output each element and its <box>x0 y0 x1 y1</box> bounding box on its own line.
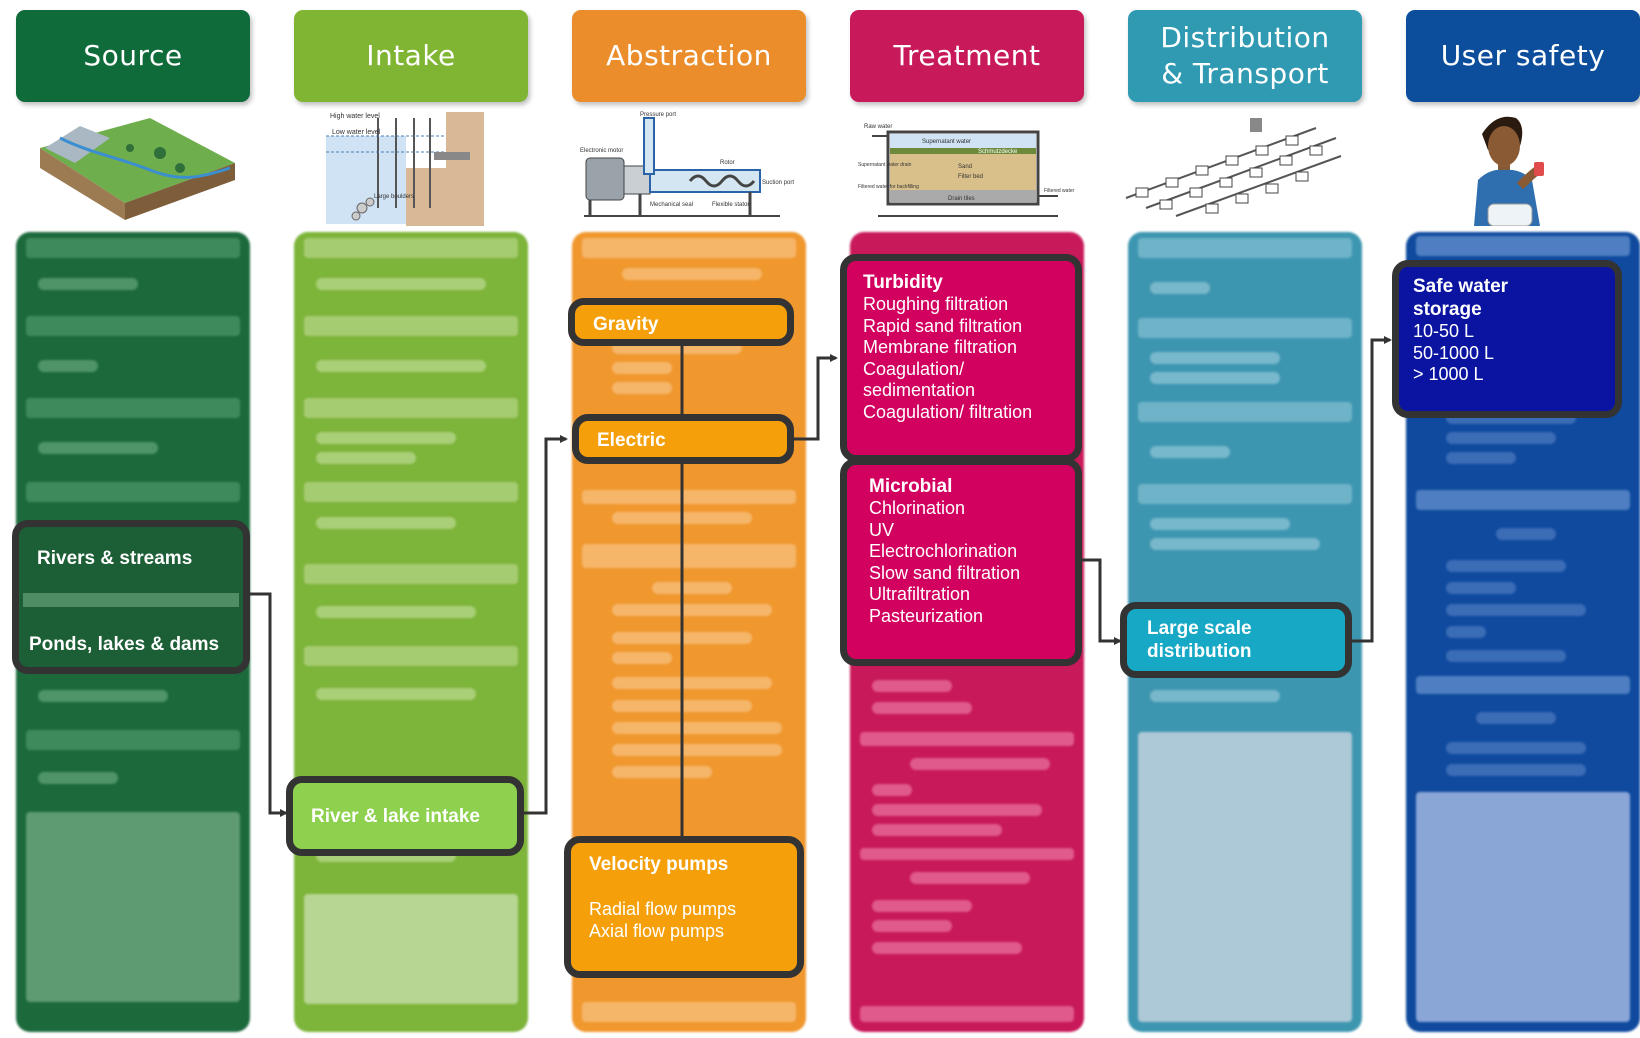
storage-item-1: 10-50 L <box>1413 321 1475 341</box>
filter-schmutz-label: Schmutzdecke <box>978 149 1018 155</box>
turbidity-item-4: Coagulation/ <box>863 358 965 379</box>
safe-water-storage-box: Safe water storage 10-50 L 50-1000 L > 1… <box>1392 260 1622 418</box>
turbidity-item-2: Rapid sand filtration <box>863 315 1023 336</box>
pump-seal-label: Mechanical seal <box>650 202 693 208</box>
header-intake: Intake <box>294 10 528 102</box>
intake-low-label: Low water level <box>332 129 381 136</box>
safe-storage-title-1: Safe water <box>1413 276 1509 297</box>
header-distribution-line1: Distribution <box>1160 21 1330 54</box>
arrow-source-to-intake <box>248 592 288 817</box>
filter-raw-label: Raw water <box>864 124 892 130</box>
filter-illustration: Raw water Supernatant water Schmutzdecke… <box>858 124 1075 217</box>
pump-stator-label: Flexible stator <box>712 202 749 208</box>
safe-storage-title-2: storage <box>1413 299 1482 320</box>
rivers-streams-label: Rivers & streams <box>37 548 193 569</box>
intake-illustration: High water level Low water level Large b… <box>326 112 484 226</box>
gravity-box: Gravity <box>568 298 794 346</box>
turbidity-item-5: sedimentation <box>863 380 976 400</box>
pump-rotor-label: Rotor <box>720 160 735 166</box>
filter-super-label: Supernatant water <box>922 139 971 145</box>
electric-label: Electric <box>597 430 666 451</box>
filter-out-label: Filtered water <box>1044 188 1075 194</box>
turbidity-item-6: Coagulation/ filtration <box>863 401 1033 422</box>
turbidity-item-3: Membrane filtration <box>863 337 1018 357</box>
microbial-item-4: Slow sand filtration <box>869 562 1021 583</box>
large-scale-distribution-box: Large scale distribution <box>1120 602 1352 678</box>
person-drinking-illustration <box>1474 116 1544 226</box>
turbidity-title: Turbidity <box>863 272 943 293</box>
velocity-pumps-box: Velocity pumps Radial flow pumps Axial f… <box>564 836 804 978</box>
radial-flow-pumps-item: Radial flow pumps <box>589 899 737 919</box>
header-treatment: Treatment <box>850 10 1084 102</box>
filter-bed-label: Filter bed <box>958 174 983 180</box>
microbial-box: Microbial Chlorination UV Electrochlorin… <box>840 458 1082 666</box>
pump-suction-label: Suction port <box>762 180 794 186</box>
arrow-intake-to-electric <box>522 435 568 815</box>
turbidity-item-1: Roughing filtration <box>863 294 1009 314</box>
filter-drain-label: Supernatant water drain <box>858 162 912 168</box>
pump-illustration: Pressure port Electronic motor Rotor Suc… <box>580 112 794 217</box>
distribution-line1: Large scale <box>1147 618 1252 639</box>
pump-pressure-label: Pressure port <box>640 112 676 118</box>
filter-back-label: Filtered water for backfilling <box>858 184 919 190</box>
header-abstraction: Abstraction <box>572 10 806 102</box>
intake-column <box>294 232 528 1032</box>
header-user-safety: User safety <box>1406 10 1640 102</box>
distribution-network-illustration <box>1125 118 1342 217</box>
storage-item-3: > 1000 L <box>1413 364 1484 384</box>
storage-item-2: 50-1000 L <box>1413 342 1495 363</box>
distribution-line2: distribution <box>1147 641 1252 662</box>
filter-sand-label: Sand <box>958 164 972 170</box>
gravity-label: Gravity <box>593 314 659 335</box>
pump-motor-label: Electronic motor <box>580 148 623 154</box>
microbial-item-2: UV <box>869 519 895 540</box>
axial-flow-pumps-item: Axial flow pumps <box>589 920 725 941</box>
microbial-item-6: Pasteurization <box>869 605 984 626</box>
river-lake-intake-label: River & lake intake <box>311 806 480 827</box>
velocity-pumps-title: Velocity pumps <box>589 854 729 875</box>
turbidity-box: Turbidity Roughing filtration Rapid sand… <box>840 254 1082 462</box>
intake-high-label: High water level <box>330 113 380 120</box>
electric-box: Electric <box>572 414 794 464</box>
microbial-item-1: Chlorination <box>869 498 966 518</box>
river-lake-intake-box: River & lake intake <box>286 776 524 856</box>
filter-tiles-label: Drain tiles <box>948 196 975 202</box>
source-highlight-box: Rivers & streams Ponds, lakes & dams <box>12 520 250 674</box>
microbial-item-3: Electrochlorination <box>869 541 1018 561</box>
header-source: Source <box>16 10 250 102</box>
ponds-lakes-dams-label: Ponds, lakes & dams <box>29 634 220 655</box>
microbial-title: Microbial <box>869 476 953 497</box>
header-distribution: Distribution & Transport <box>1128 10 1362 102</box>
microbial-item-5: Ultrafiltration <box>869 584 971 604</box>
header-distribution-line2: & Transport <box>1161 57 1329 90</box>
landscape-illustration <box>40 118 235 220</box>
intake-boulders-label: Large boulders <box>374 194 414 200</box>
